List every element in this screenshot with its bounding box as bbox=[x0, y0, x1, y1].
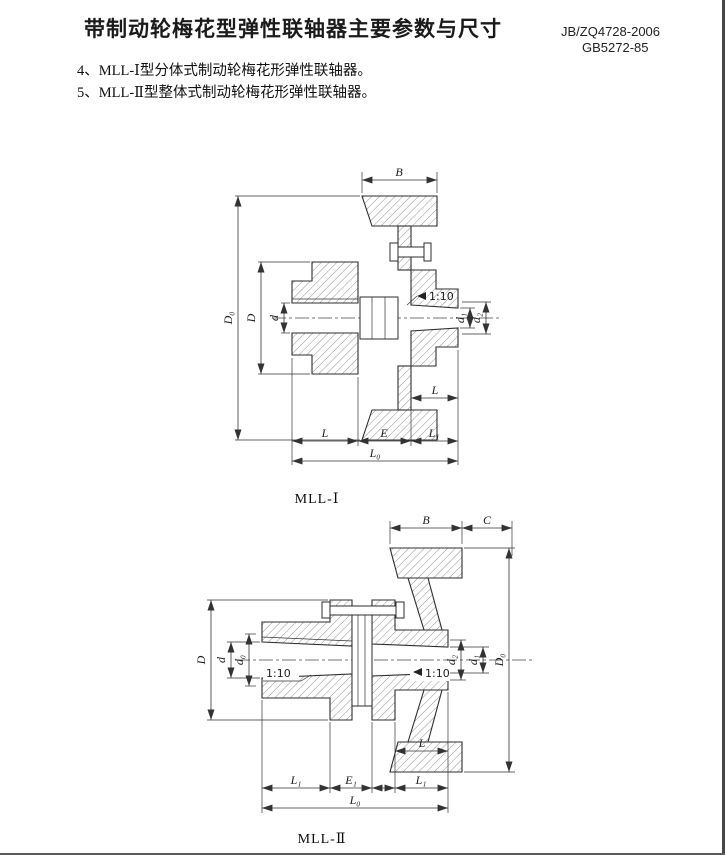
dim-l0: L₀ bbox=[292, 446, 458, 465]
taper-annotation-right: 1:10 bbox=[410, 665, 454, 681]
brake-rim-lower bbox=[389, 741, 463, 773]
svg-text:E: E bbox=[379, 426, 388, 440]
svg-text:d₁: d₁ bbox=[466, 655, 480, 665]
standard-ref-1: JB/ZQ4728-2006 bbox=[561, 24, 661, 39]
svg-text:d: d bbox=[214, 656, 228, 663]
dim-chain-bottom: L₁ E₁ L₁ bbox=[262, 773, 448, 792]
svg-text:D: D bbox=[244, 313, 258, 323]
svg-text:C: C bbox=[483, 513, 492, 527]
dim-l0: L₀ bbox=[262, 793, 448, 812]
dim-l-right-hub: L bbox=[395, 736, 448, 755]
taper-annotation-left: 1:10 bbox=[263, 666, 312, 682]
svg-text:L₁: L₁ bbox=[415, 773, 427, 787]
svg-text:B: B bbox=[395, 165, 403, 179]
dim-d-flange: D bbox=[194, 599, 328, 721]
brake-web-lower bbox=[397, 365, 412, 411]
brake-web-lower bbox=[407, 689, 443, 743]
svg-text:B: B bbox=[422, 513, 430, 527]
svg-text:d₂: d₂ bbox=[469, 313, 483, 323]
svg-text:d: d bbox=[267, 314, 281, 321]
taper-annotation: 1:10 bbox=[406, 290, 454, 306]
dim-d1: d₁ bbox=[453, 307, 475, 329]
bolt bbox=[321, 601, 405, 619]
dim-l-right-hub: L bbox=[411, 383, 458, 402]
elastomer-element bbox=[351, 613, 373, 707]
note-line-5: 5、MLL-Ⅱ型整体式制动轮梅花形弹性联轴器。 bbox=[77, 85, 377, 101]
dim-d2: d₂ bbox=[462, 301, 491, 335]
svg-text:L₁: L₁ bbox=[290, 773, 302, 787]
svg-text:1:10: 1:10 bbox=[266, 667, 291, 680]
figure1-drawing: 1:10 B D₀ D bbox=[221, 165, 502, 507]
svg-text:L: L bbox=[431, 383, 439, 397]
figure2-drawing: 1:10 1:10 B C bbox=[194, 513, 532, 847]
brake-rim-lower bbox=[361, 409, 438, 441]
svg-text:D₀: D₀ bbox=[221, 312, 235, 326]
dim-d1: d₁ bbox=[450, 646, 489, 674]
brake-rim-upper bbox=[389, 547, 463, 579]
page-title: 带制动轮梅花型弹性联轴器主要参数与尺寸 bbox=[84, 18, 502, 41]
dim-d-flange: D bbox=[244, 261, 310, 375]
brake-rim-upper bbox=[361, 195, 438, 227]
taper-label: 1:10 bbox=[429, 290, 454, 303]
brake-web-upper bbox=[407, 577, 443, 631]
figure1-caption: MLL-Ⅰ bbox=[295, 492, 340, 507]
svg-text:d₂: d₂ bbox=[444, 655, 458, 665]
dim-b: B bbox=[389, 513, 463, 544]
svg-text:d₁: d₁ bbox=[453, 313, 467, 323]
left-hub-section-upper bbox=[291, 261, 359, 304]
dim-d0-bore: d₀ bbox=[232, 633, 256, 687]
svg-text:E₁: E₁ bbox=[344, 773, 357, 787]
svg-text:L₀: L₀ bbox=[369, 446, 381, 460]
elastomer-element bbox=[359, 296, 399, 340]
svg-text:D₀: D₀ bbox=[492, 654, 506, 668]
dim-chain-bottom: L E L₁ bbox=[292, 426, 458, 445]
right-hub-section-lower bbox=[410, 327, 459, 367]
note-line-4: 4、MLL-Ⅰ型分体式制动轮梅花形弹性联轴器。 bbox=[77, 63, 372, 79]
svg-text:L₀: L₀ bbox=[349, 793, 361, 807]
left-hub-section-upper bbox=[261, 599, 353, 647]
scan-edge-right bbox=[722, 0, 725, 855]
scan-edge-bottom bbox=[0, 853, 725, 855]
standard-ref-2: GB5272-85 bbox=[582, 40, 649, 55]
svg-text:D: D bbox=[194, 655, 208, 665]
svg-text:L₁: L₁ bbox=[428, 426, 440, 440]
dim-d0-outer: D₀ bbox=[464, 547, 515, 773]
svg-text:d₀: d₀ bbox=[232, 655, 246, 665]
dim-b: B bbox=[361, 165, 438, 193]
figure2-caption: MLL-Ⅱ bbox=[298, 832, 347, 847]
standard-refs: JB/ZQ4728-2006 GB5272-85 bbox=[561, 24, 660, 56]
svg-text:L: L bbox=[418, 736, 426, 750]
dim-d-bore: d bbox=[214, 641, 260, 679]
left-hub-section-lower bbox=[261, 673, 353, 721]
keyway-line bbox=[261, 636, 353, 642]
bolt bbox=[389, 242, 432, 262]
dim-c: C bbox=[462, 513, 513, 556]
svg-text:1:10: 1:10 bbox=[425, 667, 450, 680]
dim-d-bore: d bbox=[267, 302, 290, 334]
svg-text:L: L bbox=[321, 426, 329, 440]
left-hub-section-lower bbox=[291, 332, 359, 375]
notes-block: 4、MLL-Ⅰ型分体式制动轮梅花形弹性联轴器。 5、MLL-Ⅱ型整体式制动轮梅花… bbox=[77, 60, 376, 104]
